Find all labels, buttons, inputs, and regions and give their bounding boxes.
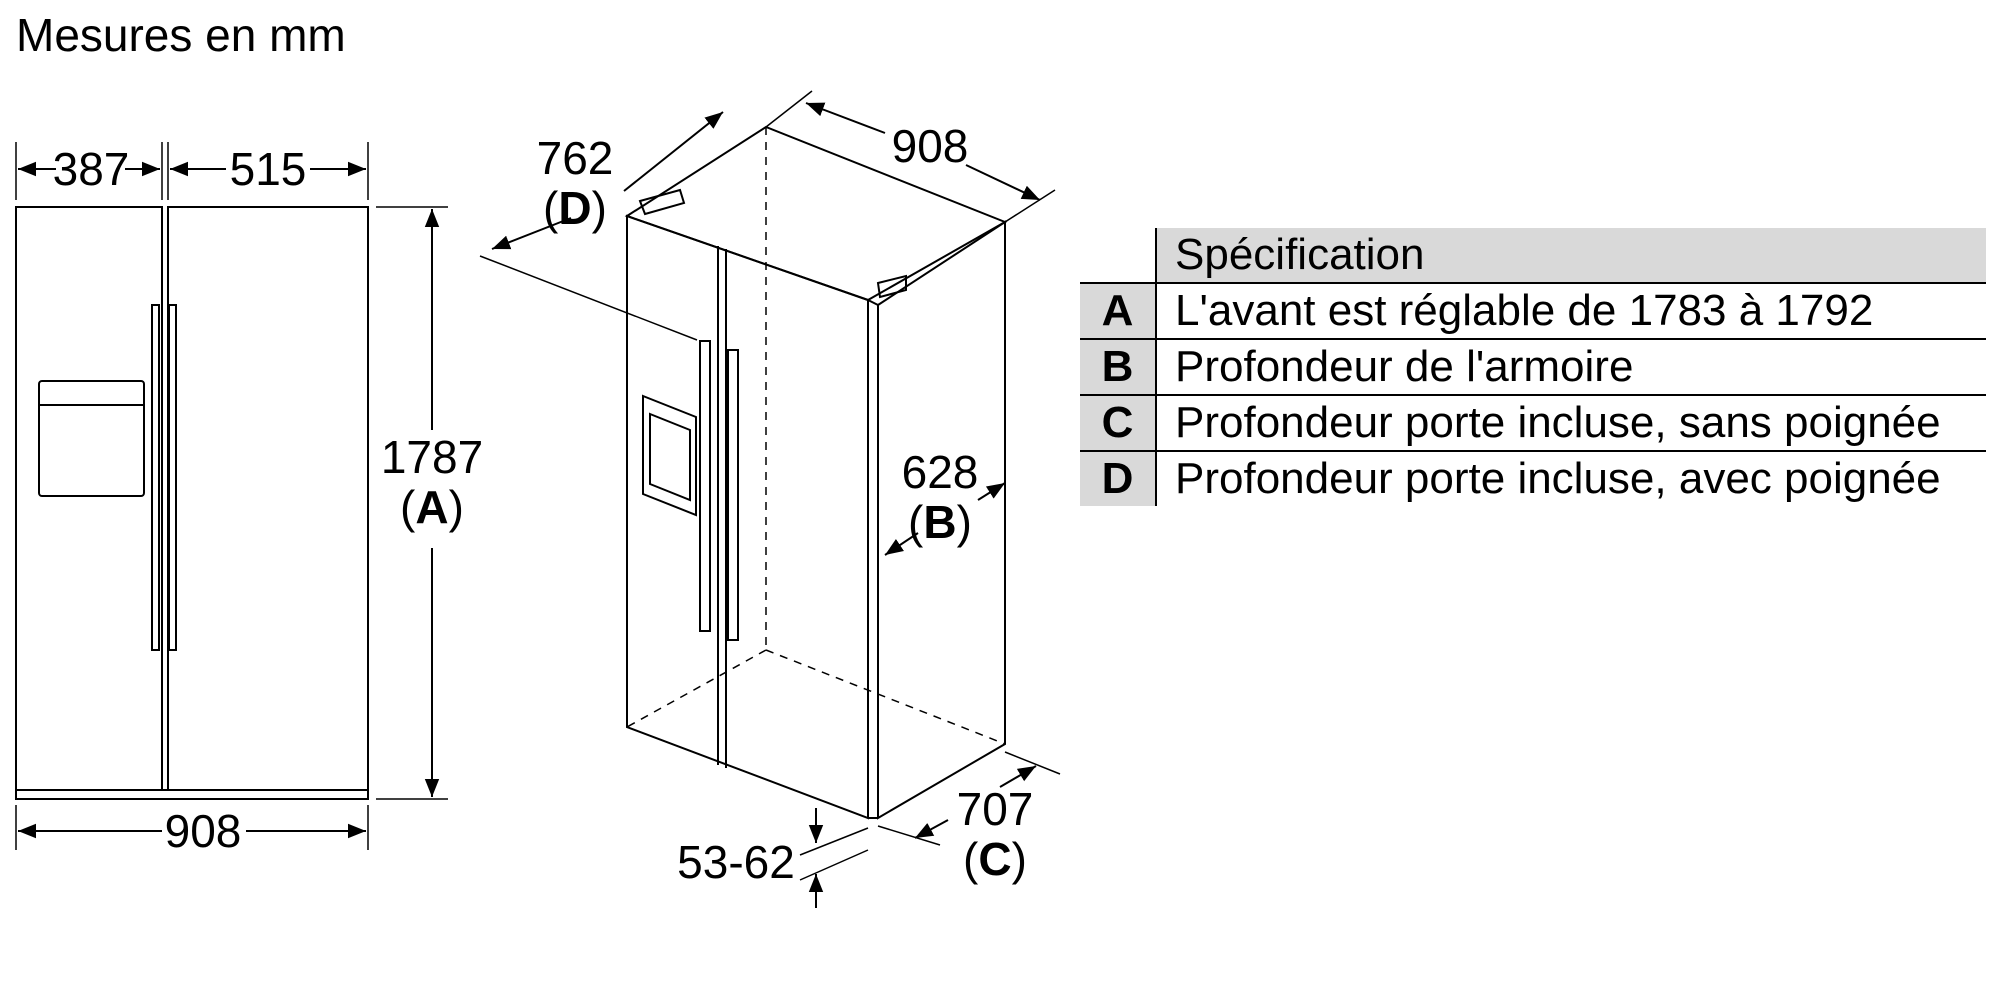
spec-text: Profondeur porte incluse, sans poignée [1156, 394, 1986, 451]
right-face [877, 220, 1006, 820]
dim-height-code-label: (A) [400, 481, 464, 533]
spec-code: C [1080, 394, 1157, 451]
dim-depth-handle-code: D [558, 182, 591, 234]
dim-depth-door-code: C [978, 833, 1011, 885]
dim-depth-cabinet: 628 [902, 446, 979, 498]
spec-text: L'avant est réglable de 1783 à 1792 [1156, 282, 1986, 339]
dim-iso-width: 908 [892, 120, 969, 172]
left-door [15, 206, 163, 791]
dispenser-iso [642, 394, 697, 517]
dim-depth-handle: 762 [537, 132, 614, 184]
right-handle-iso [727, 349, 739, 641]
dim-width-right: 515 [230, 143, 307, 195]
right-door [167, 206, 369, 791]
left-handle [151, 304, 160, 651]
dim-depth-door: 707 [957, 783, 1034, 835]
spec-header: Spécification [1156, 228, 1986, 283]
page-title: Mesures en mm [16, 9, 346, 61]
spec-code: A [1080, 282, 1157, 339]
water-dispenser [38, 380, 145, 497]
spec-row: D Profondeur porte incluse, avec poignée [1080, 450, 1986, 506]
dim-feet-gap: 53-62 [677, 836, 795, 888]
spec-text: Profondeur porte incluse, avec poignée [1156, 450, 1986, 506]
spec-row: A L'avant est réglable de 1783 à 1792 [1080, 282, 1986, 339]
front-view [15, 142, 448, 850]
dim-width-left: 387 [53, 143, 130, 195]
spec-header-row: Spécification [1080, 228, 1986, 283]
spec-code: D [1080, 450, 1157, 506]
left-handle-iso [699, 340, 711, 632]
base-plinth [15, 789, 369, 800]
spec-row: B Profondeur de l'armoire [1080, 338, 1986, 395]
dim-height-code: A [415, 481, 448, 533]
dim-height: 1787 [381, 431, 483, 483]
spec-code: B [1080, 338, 1157, 395]
spec-text: Profondeur de l'armoire [1156, 338, 1986, 395]
dim-width-total: 908 [165, 805, 242, 857]
front-face [626, 214, 869, 820]
spec-table: Spécification A L'avant est réglable de … [1080, 228, 1986, 506]
right-handle [168, 304, 177, 651]
dim-depth-handle-code-label: (D) [543, 182, 607, 234]
dim-depth-cabinet-code: B [923, 496, 956, 548]
spec-row: C Profondeur porte incluse, sans poignée [1080, 394, 1986, 451]
dim-depth-door-code-label: (C) [963, 833, 1027, 885]
iso-view [479, 90, 1061, 908]
dim-depth-cabinet-code-label: (B) [908, 496, 972, 548]
